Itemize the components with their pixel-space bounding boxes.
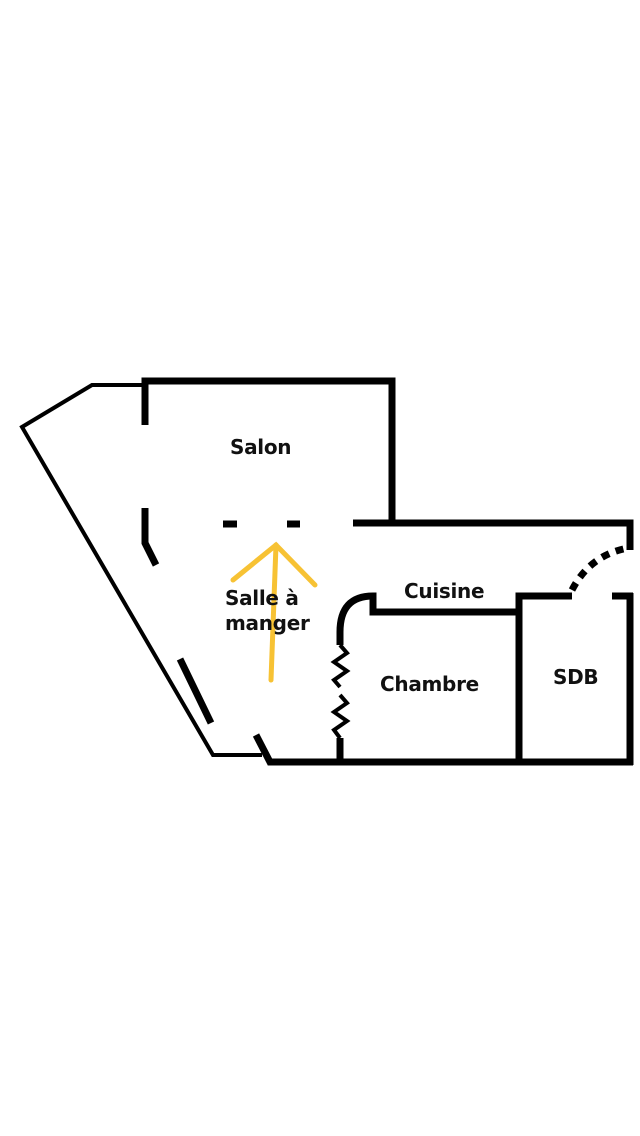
room-label-chambre: Chambre [380,672,479,696]
window-dash [176,657,215,725]
room-label-salle-a-manger-2: manger [225,611,310,635]
sdb-wall [515,592,572,762]
room-label-sdb: SDB [553,665,599,689]
zigzag-partition-2 [330,693,351,740]
zigzag-partition-1 [330,643,351,689]
direction-arrow [230,541,318,683]
room-label-salle-a-manger-1: Salle à [225,586,299,610]
room-label-cuisine: Cuisine [404,579,485,603]
salon-wall [141,377,634,550]
outer-thin-wall [19,383,262,757]
chambre-arc-wall [336,592,519,645]
room-label-salon: Salon [230,435,292,459]
door-swing-dotted [568,544,629,592]
salon-left-wall-lower [141,508,160,567]
